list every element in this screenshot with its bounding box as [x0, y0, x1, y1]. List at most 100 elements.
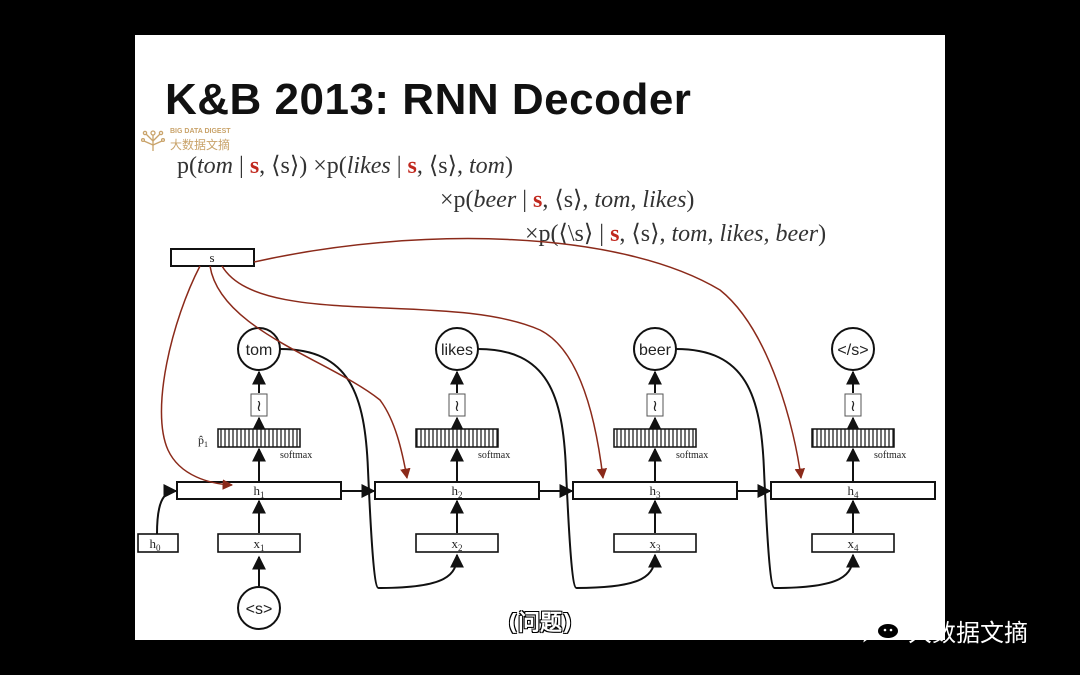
sampling-symbol-4: ≀ — [850, 398, 856, 415]
phat-sub: 1 — [204, 440, 208, 449]
source-label: s — [209, 250, 214, 265]
wechat-icon — [860, 612, 900, 643]
formula-2-seg-6: ) — [686, 187, 694, 213]
initial-hidden-state: h0 — [137, 484, 179, 553]
formula-1-seg-1: tom — [197, 153, 233, 179]
source-arrow-4 — [253, 237, 806, 480]
output-node-4 — [831, 327, 875, 371]
formula-1-seg-5: likes — [347, 153, 391, 179]
formula-1-seg-3: s — [250, 153, 259, 179]
source-arrows — [160, 237, 806, 490]
formula-3-seg-4: ) — [818, 221, 826, 247]
start-token: <s> — [237, 555, 281, 630]
hidden-sub-1: 1 — [260, 490, 265, 500]
sampling-symbol-2: ≀ — [454, 398, 460, 415]
formula-1-seg-4: , ⟨s⟩) ×p( — [259, 153, 347, 179]
video-subtitle: (问题) — [507, 611, 573, 636]
hidden-label-2: h2 — [452, 483, 463, 500]
input-label-2: x2 — [452, 536, 463, 553]
output-label-1: tom — [246, 342, 273, 359]
output-label-3: beer — [639, 342, 672, 359]
sampling-symbol-1: ≀ — [256, 398, 262, 415]
watermark-en: BIG DATA DIGEST — [170, 128, 231, 135]
softmax-vector-4 — [811, 428, 895, 448]
formula-3-seg-3: tom, likes, beer — [672, 221, 819, 247]
hidden-label-4: h4 — [848, 483, 860, 500]
input-label-4: x4 — [848, 536, 860, 553]
softmax-label-2: softmax — [478, 450, 510, 461]
softmax-vector-1 — [217, 428, 301, 448]
softmax-label-1: softmax — [280, 450, 312, 461]
formula-line-1: p(tom | s, ⟨s⟩) ×p(likes | s, ⟨s⟩, tom) — [177, 153, 513, 179]
watermark-cn: 大数据文摘 — [170, 138, 231, 152]
input-vector-2 — [415, 533, 499, 553]
start-token-label: <s> — [246, 601, 273, 618]
output-label-4: </s> — [837, 342, 868, 359]
formula-3-seg-1: s — [610, 221, 619, 247]
sampling-box-4 — [844, 393, 862, 417]
input-symbol-2: x — [452, 536, 459, 551]
probability-formula: p(tom | s, ⟨s⟩) ×p(likes | s, ⟨s⟩, tom) … — [177, 153, 826, 247]
hidden-symbol-1: h — [254, 483, 261, 498]
output-label-2: likes — [441, 342, 473, 359]
formula-1-seg-9: tom — [469, 153, 505, 179]
hidden-symbol-4: h — [848, 483, 855, 498]
hidden-sub-4: 4 — [854, 490, 859, 500]
hidden-sub-2: 2 — [458, 490, 463, 500]
feedback-arrow-1 — [279, 348, 464, 590]
input-vector-1 — [217, 533, 301, 553]
h0-sub: 0 — [156, 543, 161, 553]
formula-3-seg-0: ×p(⟨\s⟩ | — [525, 221, 610, 247]
formula-2-seg-0: ×p( — [440, 187, 474, 213]
formula-1-seg-7: s — [408, 153, 417, 179]
formula-2-seg-4: , ⟨s⟩, — [542, 187, 594, 213]
formula-2-seg-5: tom, likes — [594, 187, 686, 213]
formula-1-seg-0: p( — [177, 153, 197, 179]
sampling-box-1 — [250, 393, 268, 417]
watermark-logo: BIG DATA DIGEST 大数据文摘 — [140, 127, 231, 158]
formula-2-seg-1: beer — [474, 187, 517, 213]
tree-logo-icon — [140, 130, 166, 151]
input-vector-3 — [613, 533, 697, 553]
softmax-label-4: softmax — [874, 450, 906, 461]
svg-text:p̂1: p̂1 — [198, 433, 208, 449]
input-sub-3: 3 — [656, 543, 661, 553]
svg-text:h0: h0 — [150, 536, 162, 553]
hidden-label-3: h3 — [650, 483, 662, 500]
slide-title: K&B 2013: RNN Decoder — [165, 75, 692, 124]
softmax-label-3: softmax — [676, 450, 708, 461]
h0-arrow — [156, 484, 178, 535]
formula-3-seg-2: , ⟨s⟩, — [619, 221, 671, 247]
hidden-symbol-3: h — [650, 483, 657, 498]
formula-2-seg-2: | — [516, 187, 533, 213]
decoder-steps: tom≀softmaxh1x1likes≀softmaxh2x2beer≀sof… — [176, 327, 936, 553]
hidden-label-1: h1 — [254, 483, 265, 500]
h0-label: h — [150, 536, 157, 551]
input-symbol-3: x — [650, 536, 657, 551]
input-label-3: x3 — [650, 536, 662, 553]
source-arrow-1 — [160, 265, 234, 490]
input-vector-4 — [811, 533, 895, 553]
formula-1-seg-10: ) — [505, 153, 513, 179]
corner-watermark-text: 大数据文摘 — [908, 619, 1028, 647]
hidden-sub-3: 3 — [656, 490, 661, 500]
phat-label: p̂1 — [198, 433, 208, 449]
sampling-symbol-3: ≀ — [652, 398, 658, 415]
input-symbol-4: x — [848, 536, 855, 551]
source-arrow-2 — [209, 265, 411, 480]
input-symbol-1: x — [254, 536, 261, 551]
input-sub-1: 1 — [260, 543, 265, 553]
formula-1-seg-6: | — [391, 153, 408, 179]
feedback-arrow-3 — [675, 348, 860, 590]
hidden-symbol-2: h — [452, 483, 459, 498]
feedback-arrow-2 — [477, 348, 662, 590]
corner-watermark: 大数据文摘 — [858, 610, 1058, 647]
formula-1-seg-2: | — [233, 153, 250, 179]
formula-line-3: ×p(⟨\s⟩ | s, ⟨s⟩, tom, likes, beer) — [525, 221, 826, 247]
formula-2-seg-3: s — [533, 187, 542, 213]
input-label-1: x1 — [254, 536, 265, 553]
source-arrow-3 — [221, 265, 608, 480]
input-sub-4: 4 — [854, 543, 859, 553]
softmax-vector-2 — [415, 428, 499, 448]
